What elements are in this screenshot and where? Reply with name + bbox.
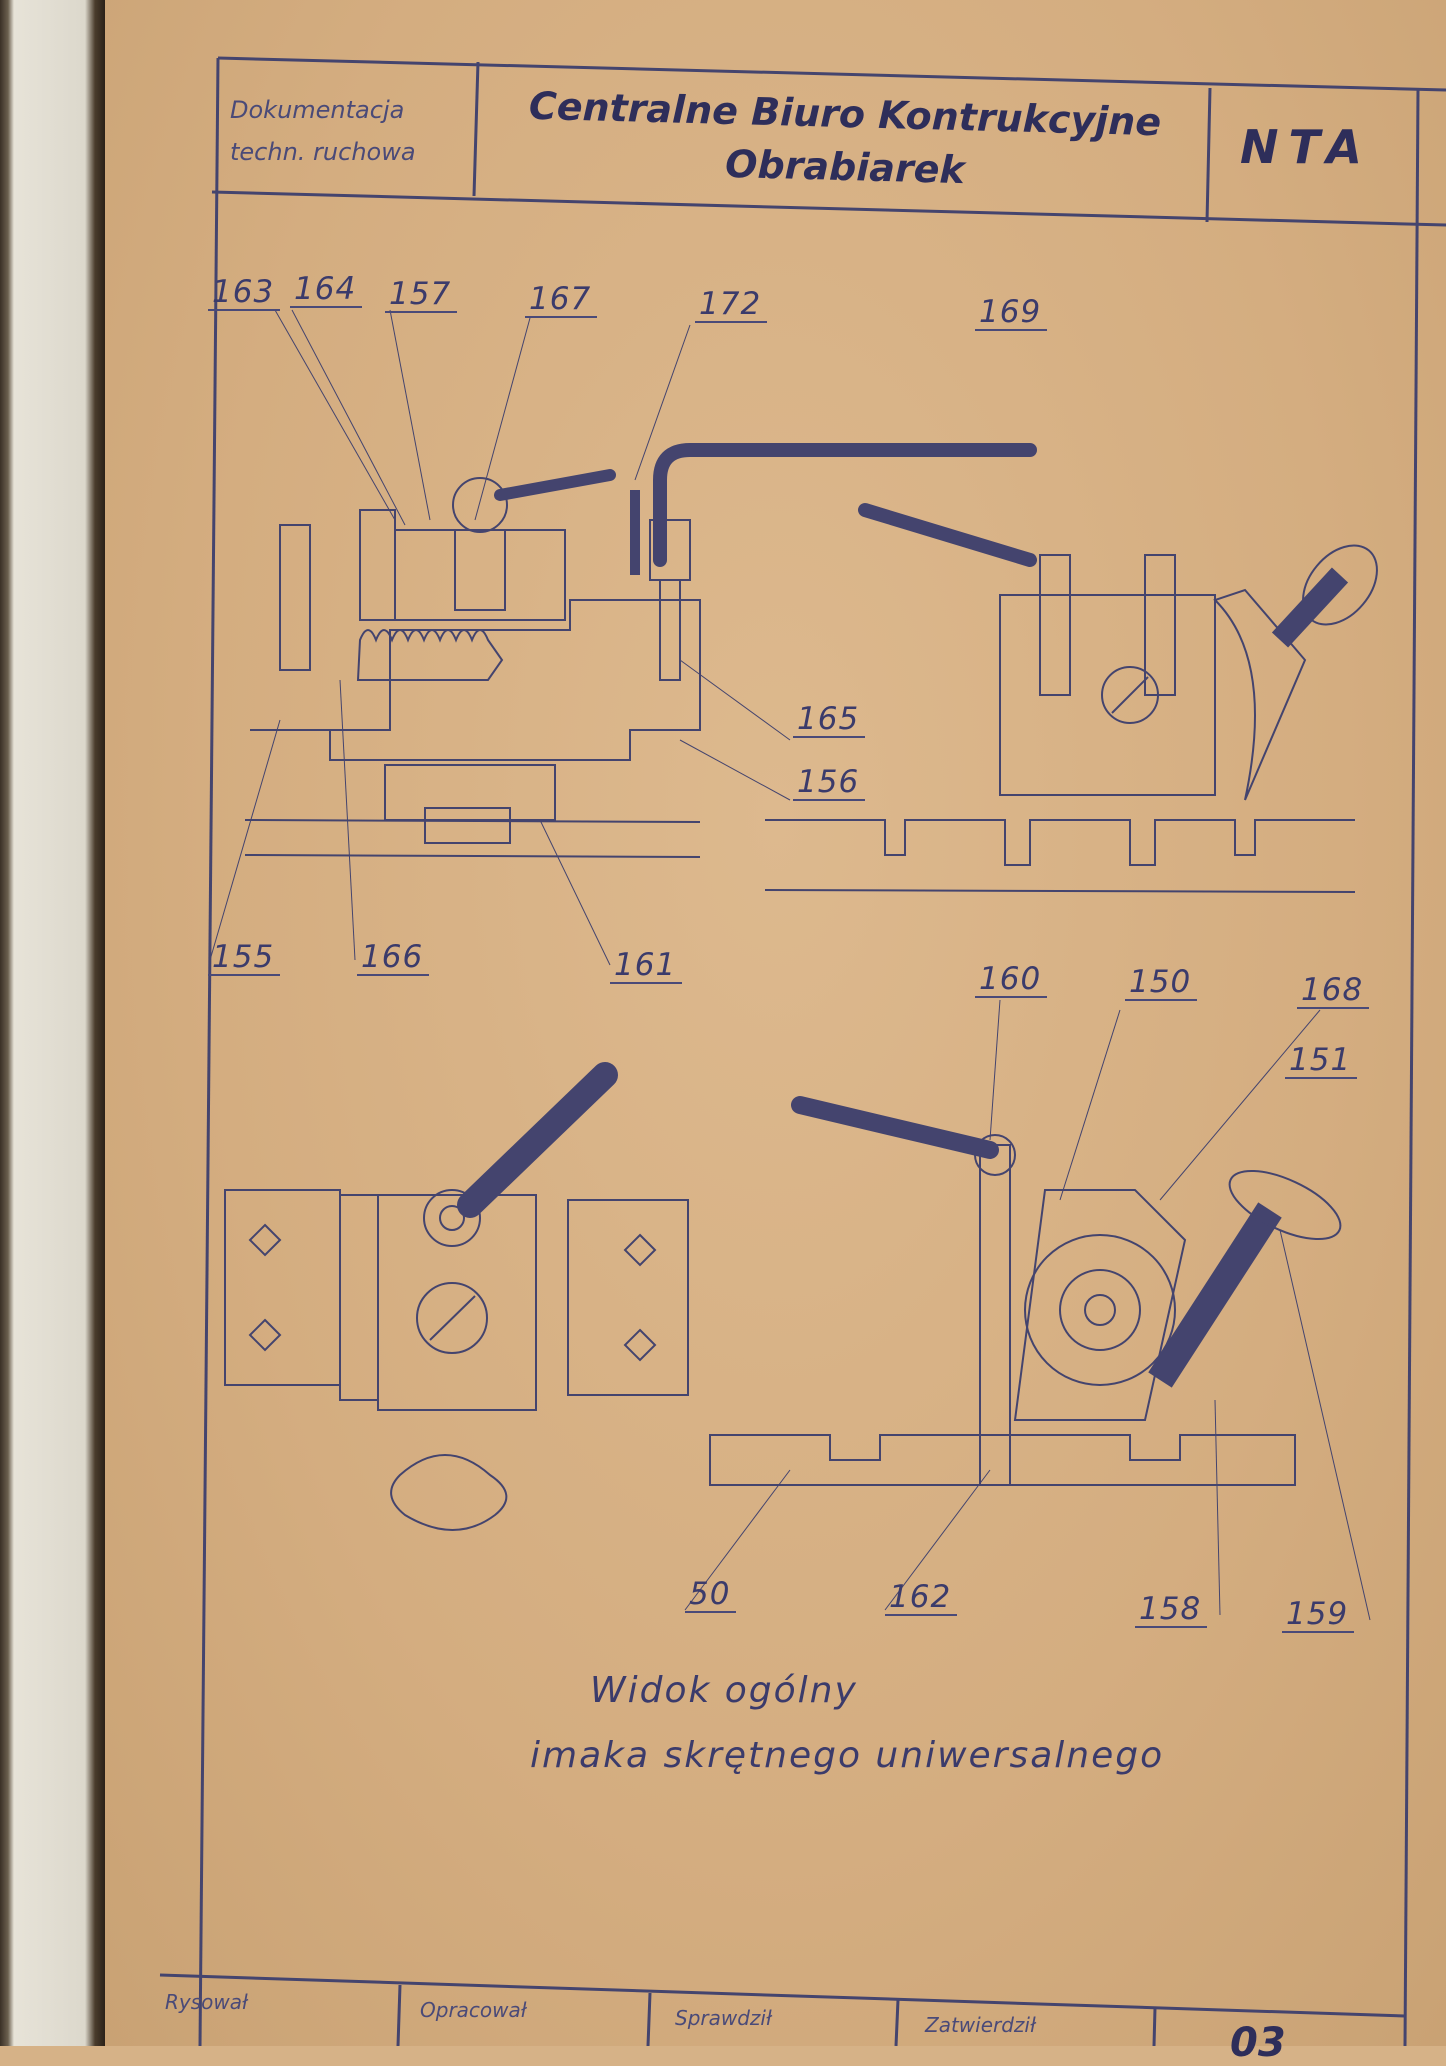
callout-158: 158 [1135, 1592, 1208, 1628]
sheet-number: 03 [1230, 2020, 1286, 2066]
callout-155: 155 [208, 940, 281, 976]
title-block-checked: Sprawdził [675, 2006, 772, 2030]
callout-150: 150 [1125, 965, 1198, 1001]
callout-159: 159 [1282, 1597, 1355, 1633]
callout-157: 157 [385, 277, 458, 313]
book-binding [0, 0, 105, 2046]
callout-161: 161 [610, 948, 683, 984]
leader-lines [209, 309, 1371, 1621]
title-block-prepared: Opracował [420, 1998, 527, 2022]
doc-type-line2: techn. ruchowa [230, 138, 416, 166]
callout-168: 168 [1297, 973, 1370, 1009]
callout-167: 167 [525, 282, 598, 318]
callout-169: 169 [975, 295, 1048, 331]
callout-166: 166 [357, 940, 430, 976]
title-block-drawn: Rysował [165, 1990, 248, 2014]
top-view-left [224, 1062, 689, 1531]
drawing-sheet [105, 0, 1446, 2046]
callout-172: 172 [695, 287, 768, 323]
callout-50: 50 [685, 1577, 737, 1613]
front-view-right [709, 1096, 1342, 1486]
sheet-frame [159, 56, 1446, 2046]
drawing-code: NTA [1240, 120, 1372, 174]
callout-156: 156 [793, 765, 866, 801]
callout-163: 163 [208, 275, 281, 311]
callout-160: 160 [975, 962, 1048, 998]
caption-line1: Widok ogólny [590, 1670, 858, 1711]
callout-165: 165 [793, 702, 866, 738]
callout-164: 164 [290, 272, 363, 308]
doc-type-line1: Dokumentacja [230, 96, 405, 124]
title-block-approved: Zatwierdził [925, 2013, 1036, 2037]
side-view-right [764, 503, 1378, 893]
side-view-left [244, 443, 1037, 858]
callout-151: 151 [1285, 1043, 1358, 1079]
caption-line2: imaka skrętnego uniwersalnego [530, 1735, 1165, 1776]
callout-162: 162 [885, 1580, 958, 1616]
